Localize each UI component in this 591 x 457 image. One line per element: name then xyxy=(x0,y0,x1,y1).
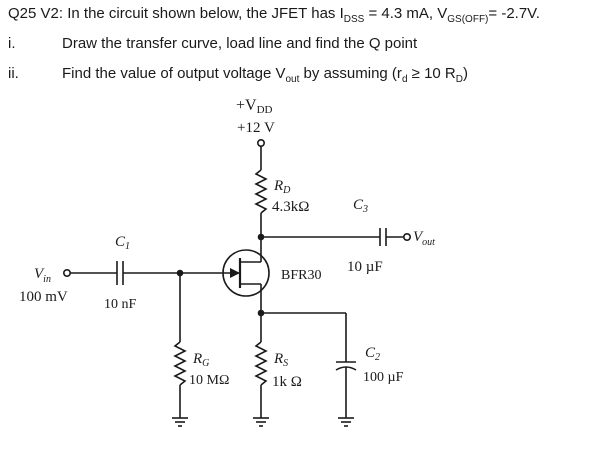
sub-question-i: i.Draw the transfer curve, load line and… xyxy=(8,35,418,52)
vdd-terminal xyxy=(256,139,265,148)
rs-value: 1k Ω xyxy=(272,374,302,390)
ground-c2 xyxy=(338,417,354,427)
rs-resistor xyxy=(254,341,268,386)
c2-value: 100 µF xyxy=(363,370,404,385)
sub-question-i-text: Draw the transfer curve, load line and f… xyxy=(62,35,418,52)
ground-rs xyxy=(253,417,269,427)
question-header: Q25 V2: In the circuit shown below, the … xyxy=(8,4,540,30)
rd-resistor xyxy=(254,169,268,214)
rg-label: RG xyxy=(192,351,209,369)
vout-label: Vout xyxy=(413,229,435,248)
rs-label: RS xyxy=(273,351,288,369)
sub-question-ii: ii.Find the value of output voltage Vout… xyxy=(8,65,468,85)
question-number: Q25 V2: xyxy=(8,5,64,22)
gate-node xyxy=(176,269,184,277)
drain-node xyxy=(257,233,265,241)
rg-value: 10 MΩ xyxy=(189,373,229,388)
vin-terminal xyxy=(62,268,71,277)
vdd-value: +12 V xyxy=(237,120,275,136)
c3-value: 10 µF xyxy=(347,259,383,275)
c1-value: 10 nF xyxy=(104,297,137,312)
jfet-gate-arrow xyxy=(230,268,240,278)
source-node xyxy=(257,309,265,317)
vin-value: 100 mV xyxy=(19,289,68,305)
rd-value: 4.3kΩ xyxy=(272,199,309,215)
vin-label: Vin xyxy=(34,266,51,285)
rd-label: RD xyxy=(273,178,291,196)
question-text: In the circuit shown below, the JFET has… xyxy=(67,5,540,25)
c1-label: C1 xyxy=(115,234,130,252)
c3-label: C3 xyxy=(353,197,368,215)
rg-resistor xyxy=(173,341,187,386)
sub-question-ii-text: Find the value of output voltage Vout by… xyxy=(62,65,468,85)
c2-label: C2 xyxy=(365,345,380,363)
vdd-label: +VDD xyxy=(236,97,273,116)
vout-terminal xyxy=(402,233,411,242)
jfet-label: BFR30 xyxy=(281,268,321,283)
ground-rg xyxy=(172,417,188,427)
